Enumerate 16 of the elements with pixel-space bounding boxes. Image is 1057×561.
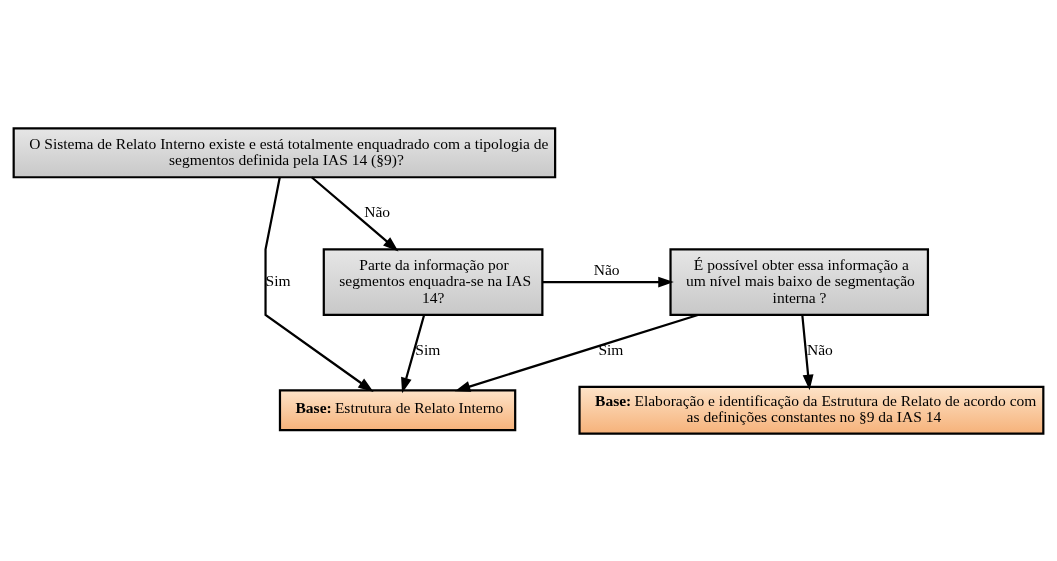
edge-label: Não (364, 202, 391, 220)
arrow (454, 313, 699, 392)
arrow (401, 314, 426, 393)
edge-label: Sim (598, 340, 624, 358)
node-box: Parte da informação por segmentos enquadra-se na IAS 14? (322, 247, 544, 316)
node-box: É possível obter essa informação a um nível mais baixo de segmentação interna ? (669, 247, 930, 316)
edge-label: Sim (415, 340, 441, 358)
node-box: O Sistema de Relato Interno existe e está totalmente enquadrado com a tipologia de segmentos definida pela IAS 14 (§9)? (12, 126, 557, 178)
node-box: Base: Elaboração e identificação da Estrutura de Relato de acordo com as definições constantes no §9 da IAS 14 (578, 385, 1045, 435)
arrow (264, 176, 374, 392)
arrow (310, 175, 399, 251)
edge-label: Não (806, 340, 833, 358)
arrow (801, 314, 814, 390)
node-box: Base: Estrutura de Relato Interno (278, 388, 517, 431)
arrow (542, 276, 674, 288)
edge-label: Não (593, 260, 620, 278)
